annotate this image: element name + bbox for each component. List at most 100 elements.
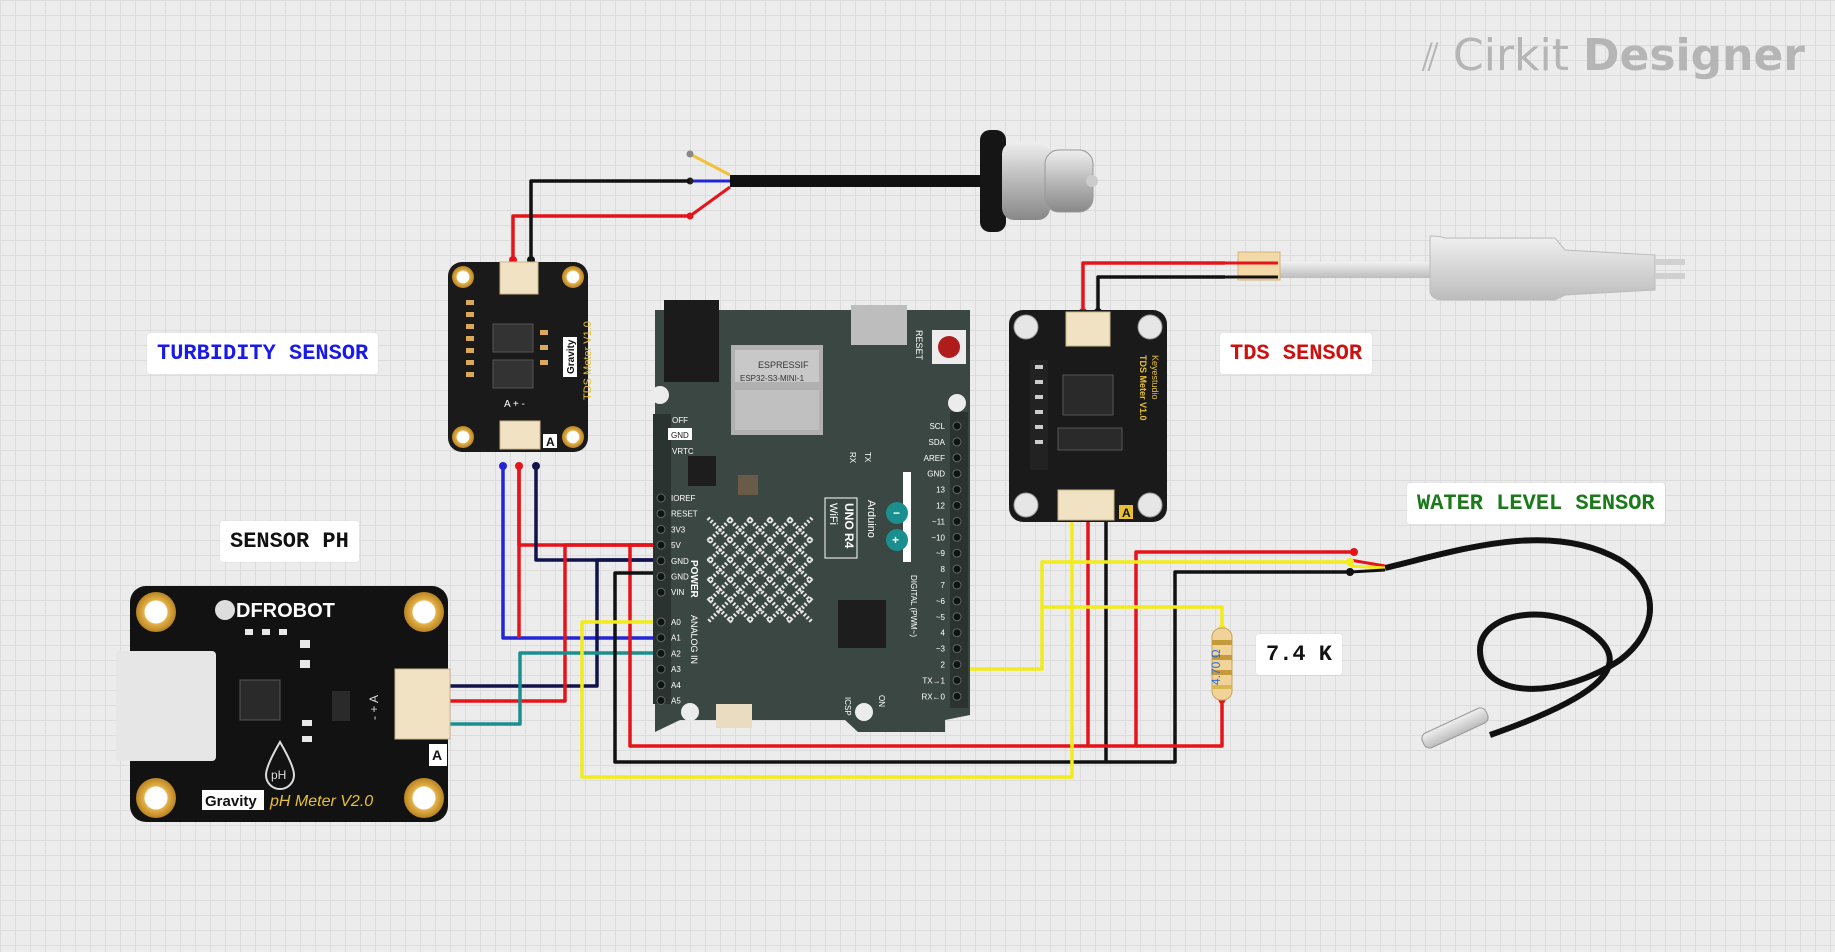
header-pin[interactable] (952, 628, 962, 638)
label-tds-sensor: TDS SENSOR (1220, 333, 1373, 374)
header-pin[interactable] (656, 587, 666, 597)
wire-gnd-bus (613, 516, 1108, 764)
header-pin[interactable] (952, 580, 962, 590)
header-pin[interactable] (952, 564, 962, 574)
header-pin[interactable] (952, 516, 962, 526)
arduino-logo-icon: − + (886, 502, 908, 551)
tds-board-brand: Keyestudio (1150, 355, 1160, 400)
header-pin[interactable] (952, 421, 962, 431)
arduino-module-sub: ESP32-S3-MINI-1 (740, 374, 805, 383)
header-pin[interactable] (952, 612, 962, 622)
arduino-module-name: ESPRESSIF (758, 360, 809, 370)
header-pin-label: ~3 (936, 645, 946, 654)
resistor[interactable]: 4.70 Ω (1209, 627, 1233, 701)
header-pin-label: AREF (924, 454, 945, 463)
header-pin-label: 12 (936, 502, 945, 511)
header-pin[interactable] (952, 660, 962, 669)
arduino-vrtc-label: VRTC (672, 447, 694, 456)
wire-ph-a-a2 (448, 651, 661, 726)
header-pin[interactable] (952, 675, 962, 685)
header-pin-label: RX←0 (921, 692, 945, 701)
wire-turbidity-5v (517, 466, 661, 547)
header-pin[interactable] (952, 485, 962, 495)
header-pin-label: 2 (941, 661, 946, 670)
header-pin-label: RESET (671, 510, 698, 519)
header-pin-label: 13 (936, 486, 945, 495)
header-pin[interactable] (952, 501, 962, 510)
label-water-level-sensor: WATER LEVEL SENSOR (1407, 483, 1665, 524)
header-pin[interactable] (656, 617, 666, 627)
header-pin[interactable] (656, 696, 666, 705)
header-pin[interactable] (656, 540, 666, 550)
wire-resistor-top (1042, 605, 1224, 628)
wire-ph-vcc (448, 543, 661, 703)
cirkit-logo-icon: ⫽ (1422, 35, 1439, 79)
arduino-digital-header: DIGITAL (PWM~) (909, 575, 918, 637)
header-pin[interactable] (952, 453, 962, 463)
wire-a0-tds (580, 516, 1074, 779)
turbidity-board[interactable]: A A + - Gravity TDS Meter V1.0 (448, 261, 594, 452)
digital-header-pins: SCLSDAAREFGND1312~11~10~987~6~54~32TX→1R… (921, 421, 962, 701)
turbidity-board-brand: Gravity (566, 339, 577, 374)
wire-5v-bus (628, 516, 1090, 748)
wire-resistor-bottom (1136, 700, 1224, 748)
header-pin[interactable] (656, 556, 666, 566)
header-pin[interactable] (656, 509, 666, 519)
header-pin-label: SCL (929, 422, 945, 431)
header-pin[interactable] (952, 691, 962, 701)
header-pin[interactable] (952, 532, 962, 542)
header-pin[interactable] (656, 664, 666, 674)
header-pin[interactable] (656, 524, 666, 534)
header-pin-label: A0 (671, 618, 681, 627)
header-pin[interactable] (952, 596, 962, 606)
header-pin-label: ~10 (931, 533, 945, 542)
arduino-uno-r4-wifi[interactable]: ESPRESSIF ESP32-S3-MINI-1 RESET OFF GND … (651, 300, 970, 732)
header-pin[interactable] (656, 493, 666, 503)
ph-board-corner: A (432, 747, 442, 763)
label-turbidity-sensor: TURBIDITY SENSOR (147, 333, 379, 374)
header-pin-label: 7 (941, 581, 946, 590)
svg-text:−: − (893, 506, 900, 520)
header-pin-label: A5 (671, 697, 681, 706)
ph-board-icon: pH (271, 768, 286, 782)
header-pin-label: A4 (671, 681, 681, 690)
header-pin[interactable] (656, 633, 666, 643)
turbidity-board-corner: A (546, 435, 555, 449)
header-pin-label: GND (927, 470, 945, 479)
header-pin-label: GND (671, 573, 689, 582)
tds-board[interactable]: A Keyestudio TDS Meter V1.0 (1009, 310, 1167, 522)
turbidity-board-pins: A + - (504, 399, 525, 410)
ph-board-brand: DFROBOT (236, 600, 335, 622)
header-pin-label: TX→1 (922, 676, 945, 685)
header-pin[interactable] (952, 548, 962, 558)
wire-turbidity-a-a1 (501, 466, 661, 640)
header-pin-label: 8 (941, 565, 946, 574)
arduino-icsp-label: ICSP (843, 697, 852, 716)
resistor-value: 4.70 Ω (1209, 649, 1223, 685)
header-pin[interactable] (656, 648, 666, 658)
header-pin-label: 3V3 (671, 525, 686, 534)
turbidity-probe (686, 130, 1098, 232)
label-sensor-ph: SENSOR PH (220, 521, 359, 562)
brand-product: Designer (1583, 30, 1805, 81)
ph-board-title: pH Meter V2.0 (269, 793, 373, 810)
arduino-tx-label: TX (863, 452, 872, 463)
wire-water-yellow-d2 (957, 560, 1350, 671)
turbidity-board-title: TDS Meter V1.0 (582, 321, 594, 400)
header-pin[interactable] (952, 469, 962, 479)
header-pin[interactable] (952, 437, 962, 447)
header-pin[interactable] (656, 680, 666, 690)
arduino-gnd-top-label: GND (671, 431, 689, 440)
header-pin[interactable] (952, 644, 962, 654)
wire-water-red (1088, 550, 1354, 748)
header-pin-label: SDA (929, 438, 946, 447)
ph-board[interactable]: pH DFROBOT Gravity pH Meter V2.0 A - + A (116, 586, 451, 822)
arduino-board-variant: WiFi (827, 503, 839, 525)
arduino-power-header: POWER (688, 560, 699, 599)
header-pin-label: ~11 (932, 517, 946, 526)
ph-board-gravity: Gravity (205, 793, 257, 810)
label-resistor-value: 7.4 K (1256, 634, 1343, 675)
header-pin[interactable] (656, 572, 666, 581)
